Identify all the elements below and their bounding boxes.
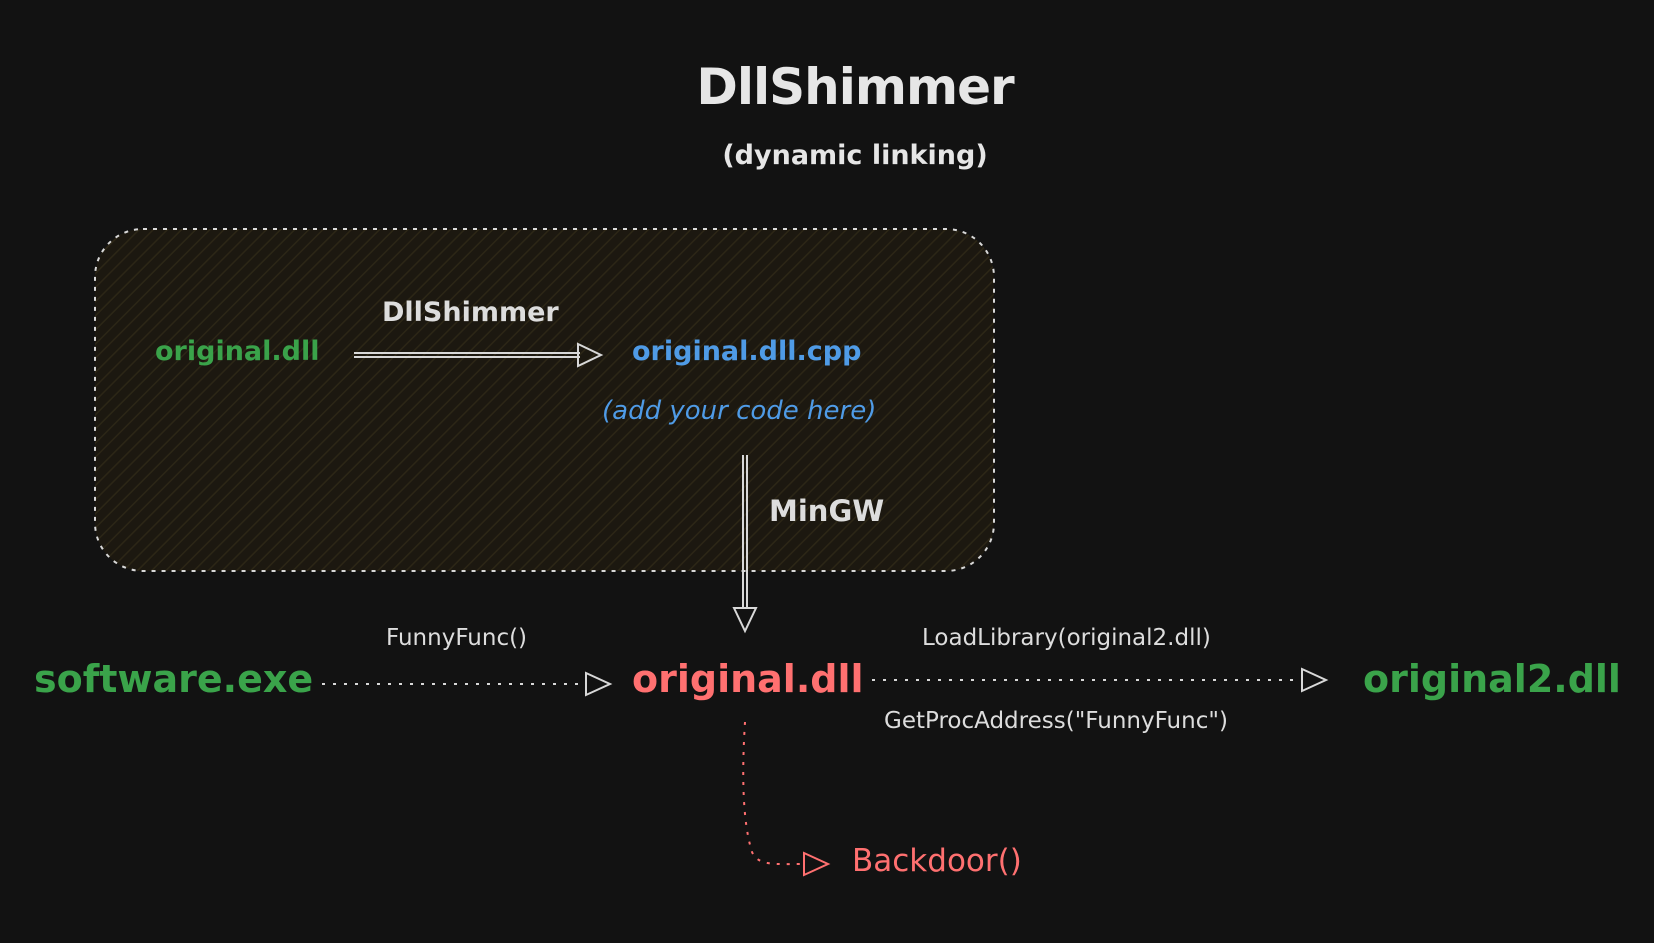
build-box bbox=[94, 228, 995, 572]
code-note-label: (add your code here) bbox=[602, 396, 877, 426]
compiler-label: MinGW bbox=[769, 494, 885, 528]
shimmer-arrow bbox=[354, 342, 604, 368]
call-label: FunnyFunc() bbox=[386, 625, 528, 651]
backdoor-label: Backdoor() bbox=[852, 843, 1022, 879]
arrowhead-icon bbox=[577, 342, 604, 368]
diagram-subtitle: (dynamic linking) bbox=[722, 140, 988, 171]
diagram-title: DllShimmer bbox=[696, 58, 1014, 116]
output-cpp-label: original.dll.cpp bbox=[632, 336, 862, 367]
source-dll-label: original.dll bbox=[155, 336, 320, 367]
tool-label: DllShimmer bbox=[382, 297, 559, 328]
getprocaddress-label: GetProcAddress("FunnyFunc") bbox=[884, 708, 1228, 734]
caller-node: software.exe bbox=[34, 657, 314, 701]
target-node: original2.dll bbox=[1363, 657, 1621, 701]
loadlibrary-arrow bbox=[872, 667, 1329, 693]
arrowhead-icon bbox=[585, 671, 613, 697]
shim-node: original.dll bbox=[632, 657, 864, 701]
mingw-arrow bbox=[732, 455, 758, 634]
loadlibrary-label: LoadLibrary(original2.dll) bbox=[922, 625, 1211, 651]
backdoor-arrow bbox=[742, 721, 831, 877]
arrowhead-icon bbox=[803, 851, 831, 877]
arrowhead-icon bbox=[1301, 667, 1329, 693]
arrowhead-icon bbox=[732, 607, 758, 634]
funnyfunc-arrow bbox=[322, 671, 613, 697]
